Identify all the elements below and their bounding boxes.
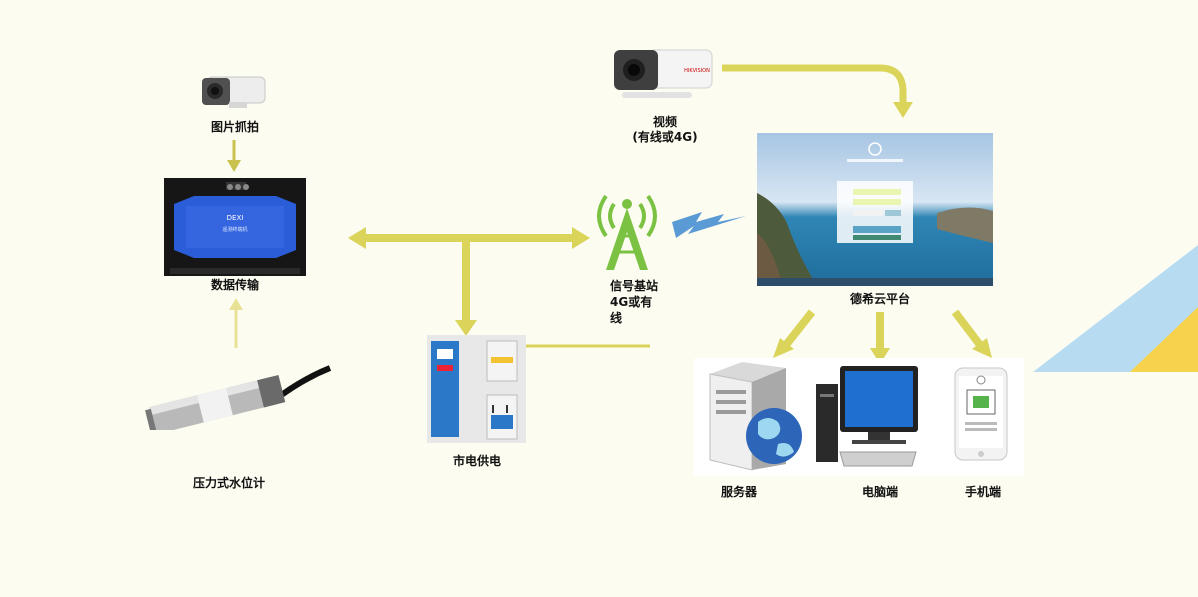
phone-icon xyxy=(954,367,1008,461)
power-label: 市电供电 xyxy=(452,454,501,468)
cloud-label: 德希云平台 xyxy=(849,292,910,306)
video-camera-icon: HIKVISION xyxy=(614,49,713,98)
video-label-line1: 视频 xyxy=(652,115,677,129)
data-terminal-device: DEXI 遥测终端机 xyxy=(164,178,306,276)
photo-label: 图片抓拍 xyxy=(210,120,259,134)
base-label-line2: 4G或有 xyxy=(610,295,653,309)
sensor-label: 压力式水位计 xyxy=(192,476,265,490)
device-model: 遥测终端机 xyxy=(222,226,247,233)
photo-camera-icon xyxy=(202,76,266,108)
pressure-sensor-icon xyxy=(145,365,332,430)
pc-icon xyxy=(816,366,918,467)
server-label: 服务器 xyxy=(720,485,757,499)
cloud-platform-screen xyxy=(757,133,993,286)
video-label: 视频 (有线或4G) xyxy=(626,115,704,145)
device-brand: DEXI xyxy=(227,214,244,222)
base-label-line3: 线 xyxy=(610,311,623,325)
transfer-label: 数据传输 xyxy=(210,278,259,292)
camera-brand: HIKVISION xyxy=(684,68,710,74)
base-station-label: 信号基站 4G或有 线 xyxy=(610,278,658,326)
base-label-line1: 信号基站 xyxy=(610,279,659,293)
server-icon xyxy=(709,362,802,471)
signal-tower-icon xyxy=(597,194,746,270)
video-label-line2: (有线或4G) xyxy=(632,130,698,144)
decor-triangles xyxy=(1033,245,1198,372)
phone-label: 手机端 xyxy=(964,485,1001,499)
power-supply-device xyxy=(427,335,526,443)
pc-label: 电脑端 xyxy=(861,485,898,499)
